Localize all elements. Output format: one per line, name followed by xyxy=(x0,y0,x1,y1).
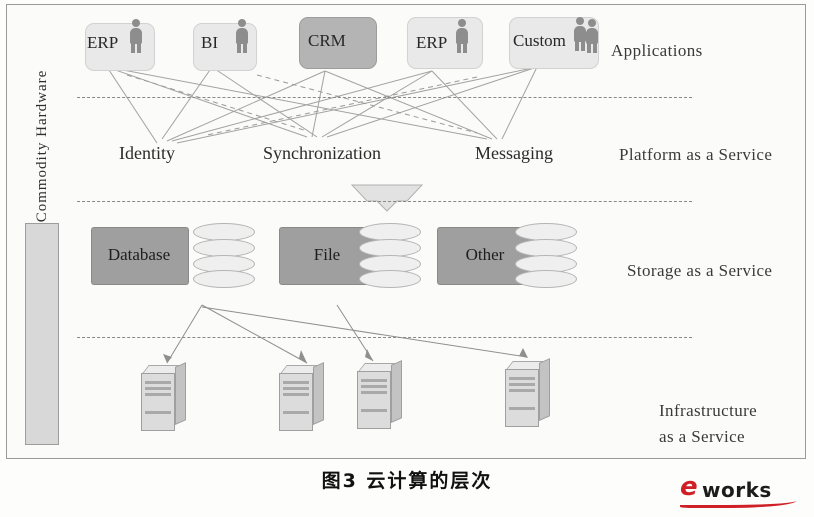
app-label-erp-1: ERP xyxy=(87,33,119,52)
person-icon-3 xyxy=(455,19,469,53)
commodity-hardware-label: Commodity Hardware xyxy=(34,69,50,223)
storage-label-other: Other xyxy=(465,245,505,264)
disk-stack-icon-2 xyxy=(359,223,421,289)
app-box-erp-1[interactable] xyxy=(85,23,155,71)
app-box-erp-2[interactable] xyxy=(407,17,483,69)
app-label-custom: Custom xyxy=(513,31,566,50)
person-icon-5 xyxy=(585,19,599,53)
server-tower-2 xyxy=(279,362,325,431)
app-label-erp-2: ERP xyxy=(416,33,448,52)
server-tower-3 xyxy=(357,360,403,429)
disk-stack-icon-3 xyxy=(515,223,577,289)
diagram-frame: Commodity Hardware ERP BI CRM ERP Custom… xyxy=(6,4,806,459)
commodity-hardware-bar xyxy=(25,223,59,445)
paas-node-synchronization[interactable]: Synchronization xyxy=(263,143,381,163)
layer-label-infrastructure: Infrastructure as a Service xyxy=(659,398,809,450)
storage-label-database: Database xyxy=(107,245,171,264)
person-icon-4 xyxy=(573,17,587,51)
app-label-crm: CRM xyxy=(308,31,346,50)
figure-caption: 图3 云计算的层次 xyxy=(321,470,493,492)
layer-label-platform: Platform as a Service xyxy=(619,145,773,164)
person-icon-2 xyxy=(235,19,249,53)
paas-node-messaging[interactable]: Messaging xyxy=(475,143,553,163)
logo-mark: e xyxy=(680,472,698,502)
paas-node-identity[interactable]: Identity xyxy=(119,143,175,163)
person-icon-1 xyxy=(129,19,143,53)
separator-platform xyxy=(77,201,692,202)
server-tower-4 xyxy=(505,358,551,427)
storage-label-file: File xyxy=(313,245,341,264)
layer-label-storage: Storage as a Service xyxy=(627,261,773,280)
layer-label-infrastructure-line1: Infrastructure xyxy=(659,401,758,420)
app-box-crm[interactable] xyxy=(299,17,377,69)
server-tower-1 xyxy=(141,362,187,431)
layer-label-applications: Applications xyxy=(611,41,703,60)
separator-storage xyxy=(77,337,692,338)
logo-swoosh-icon xyxy=(680,496,796,508)
app-label-bi: BI xyxy=(201,33,218,52)
eworks-logo: e works xyxy=(680,472,800,508)
layer-label-infrastructure-line2: as a Service xyxy=(659,427,745,446)
storage-box-database[interactable] xyxy=(91,227,189,285)
disk-stack-icon-1 xyxy=(193,223,255,289)
separator-applications xyxy=(77,97,692,98)
